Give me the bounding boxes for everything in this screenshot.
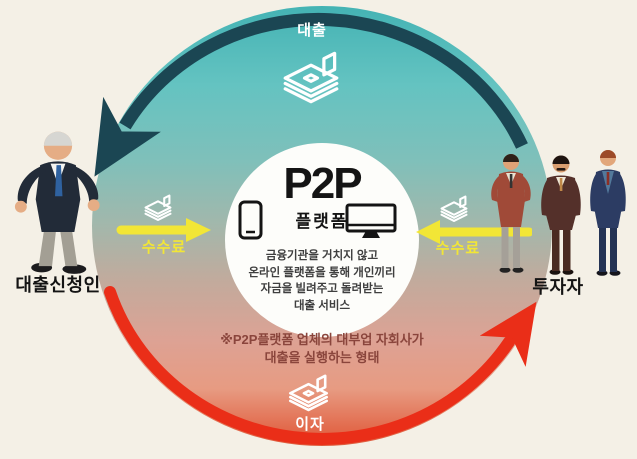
platform-subtitle: 플랫폼: [295, 212, 349, 231]
footnote-line: 대출을 실행하는 형태: [264, 350, 380, 365]
investors-label: 투자자: [532, 277, 584, 297]
phone-icon: [238, 200, 263, 240]
fee-label-left: 수수료: [141, 239, 187, 256]
money-stack-icon: [283, 51, 339, 104]
description-line: 온라인 플랫폼을 통해 개인끼리: [248, 266, 396, 279]
description-line: 금융기관을 거치지 않고: [265, 250, 379, 262]
interest-label: 이자: [295, 416, 325, 433]
money-stack-icon: [288, 374, 329, 412]
platform-description: 금융기관을 거치지 않고 온라인 플랫폼을 통해 개인끼리 자금을 빌려주고 돌…: [225, 248, 419, 314]
description-line: 대출 서비스: [293, 299, 351, 312]
investors-figure: [491, 150, 626, 276]
platform-footnote: ※P2P플랫폼 업체의 대부업 자회사가 대출을 실행하는 형태: [162, 331, 482, 367]
interest-flow-arrow: [104, 286, 537, 445]
money-stack-icon: [144, 194, 172, 221]
footnote-line: ※P2P플랫폼 업체의 대부업 자회사가: [220, 332, 424, 347]
loan-label: 대출: [297, 22, 327, 39]
platform-circle: P2P 플랫폼 금융기관을 거치지 않고 온라인 플랫폼을 통해 개인끼리 자금…: [225, 143, 419, 337]
loan-applicant-label: 대출신청인: [15, 275, 101, 295]
description-line: 자금을 빌려주고 돌려받는: [260, 283, 384, 295]
loan-applicant-figure: [14, 131, 100, 274]
monitor-icon: [345, 203, 397, 241]
platform-title: P2P: [283, 159, 362, 208]
loan-flow-arrow: [94, 12, 528, 177]
fee-label-right: 수수료: [435, 240, 481, 257]
money-stack-icon: [440, 195, 468, 222]
fee-arrow-right-icon: [116, 218, 211, 242]
